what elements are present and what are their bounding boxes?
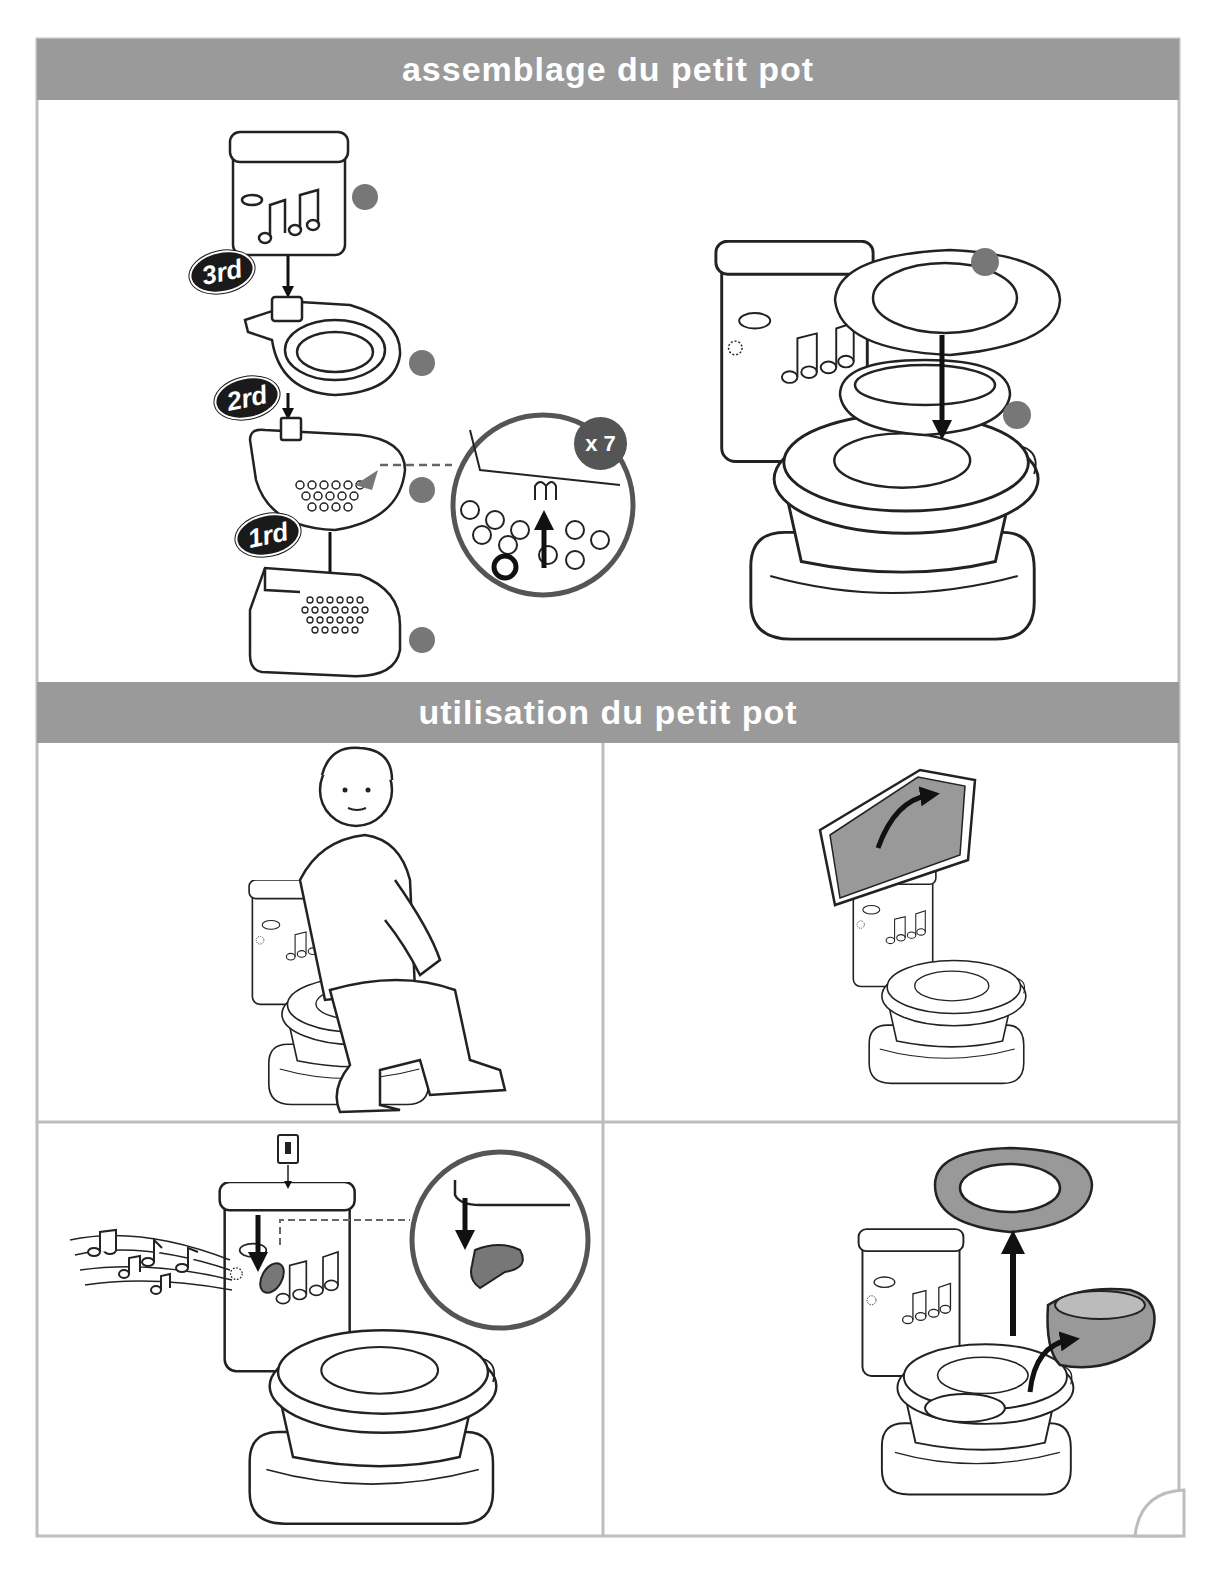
quantity-badge: x 7 — [574, 417, 627, 470]
step-badge: 1rd — [231, 508, 304, 563]
section-title: utilisation du petit pot — [418, 693, 797, 732]
badge-text: 2rd — [224, 379, 270, 418]
badge-text: 3rd — [199, 253, 245, 292]
section-header: assemblage du petit pot — [37, 39, 1179, 100]
badge-text: x 7 — [585, 431, 616, 457]
section-header: utilisation du petit pot — [37, 682, 1179, 743]
step-badge: 3rd — [185, 245, 258, 300]
badge-text: 1rd — [245, 516, 291, 555]
step-badge: 2rd — [210, 371, 283, 426]
section-title: assemblage du petit pot — [402, 50, 814, 89]
